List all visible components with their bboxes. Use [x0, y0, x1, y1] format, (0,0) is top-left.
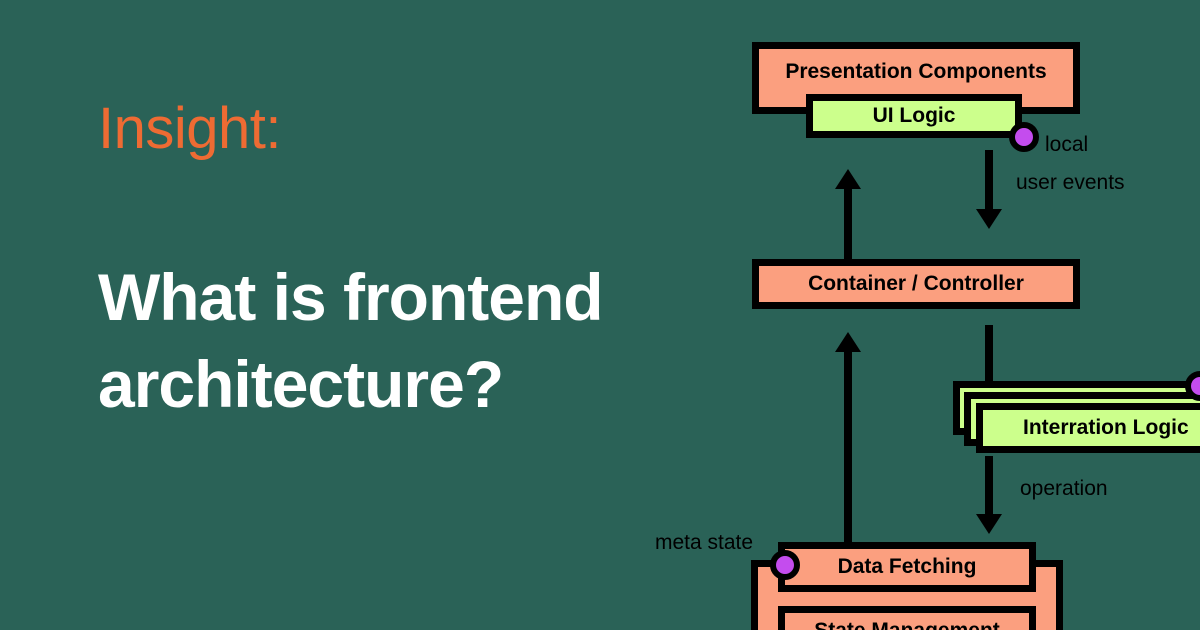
arrow-interaction-to-data-fetching [974, 456, 1004, 536]
edge-label-meta-state: meta state [655, 531, 754, 554]
eyebrow-label: Insight: [98, 96, 282, 161]
node-ui-logic[interactable]: UI Logic [806, 94, 1022, 138]
arrow-store-to-container [833, 331, 863, 547]
edge-label-user-events: user events [1016, 171, 1125, 194]
node-label: Data Fetching [837, 555, 977, 578]
node-data-fetching[interactable]: Data Fetching [778, 542, 1036, 592]
edge-label-operation: operation [1020, 477, 1108, 500]
edge-label-local: local [1045, 133, 1089, 156]
arrow-ui-logic-to-container [974, 150, 1004, 230]
arrow-container-to-presentation [833, 168, 863, 260]
connector-container-to-interaction [974, 325, 1004, 383]
node-label: Container / Controller [808, 272, 1024, 295]
node-label: Presentation Components [785, 60, 1047, 83]
node-container-controller[interactable]: Container / Controller [752, 259, 1080, 309]
interaction-endpoint-dot-icon [1185, 371, 1200, 401]
node-state-management[interactable]: State Management [778, 606, 1036, 630]
node-label: State Management [814, 619, 1000, 630]
local-endpoint-dot-icon [1009, 122, 1039, 152]
title-block: Insight: What is frontend architecture? [98, 100, 678, 428]
node-label: Interration Logic [1023, 416, 1189, 439]
node-interaction-logic[interactable]: Interration Logic [976, 403, 1200, 453]
meta-state-endpoint-dot-icon [770, 550, 800, 580]
node-label: UI Logic [872, 104, 956, 127]
page-title: What is frontend architecture? [98, 260, 604, 422]
